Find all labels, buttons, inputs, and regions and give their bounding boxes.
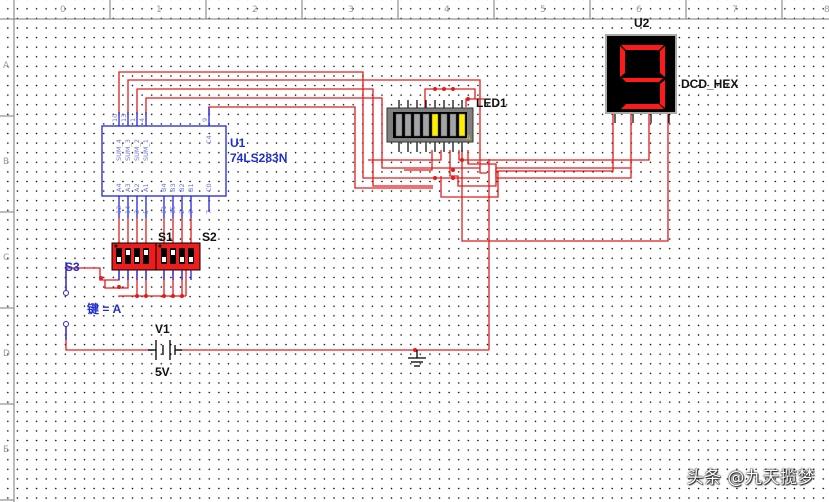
led-segment-lit: [431, 113, 439, 137]
u1-pin: 14: [124, 206, 132, 214]
led-segment-off: [440, 113, 448, 137]
s3-label: S3: [65, 260, 80, 274]
ruler-row-D: D: [3, 349, 10, 359]
watermark: 头条 @九天揽梦: [686, 468, 815, 488]
segment-c: [660, 80, 665, 108]
led-segment-lit: [458, 113, 466, 137]
u1-part-label: 74LS283N: [230, 151, 287, 165]
ruler-row-E: E: [3, 445, 9, 455]
dip-switch-s1[interactable]: [111, 242, 157, 271]
u2-part-label: DCD_HEX: [681, 77, 738, 91]
segment-g: [622, 78, 663, 82]
wires[interactable]: [65, 71, 669, 351]
u1-pin-label: A4: [115, 183, 123, 192]
u1-pin-label: SUM_2: [133, 139, 141, 161]
ruler-col-6: 6: [636, 5, 642, 15]
led1-label: LED1: [476, 96, 507, 110]
ruler-col-8: 8: [824, 5, 829, 15]
u1-pin-label: B1: [187, 183, 195, 192]
v1-label: V1: [155, 322, 170, 336]
segment-b: [660, 46, 665, 77]
u1-pin-label: B2: [178, 183, 186, 192]
led-segment-off: [395, 113, 403, 137]
ruler-col-5: 5: [540, 5, 546, 15]
s2-label: S2: [202, 230, 217, 244]
ruler-col-1: 1: [156, 5, 162, 15]
u1-pin: 11: [160, 206, 168, 214]
ruler-row-C: C: [3, 253, 9, 263]
u1-pin-label: A2: [133, 183, 141, 192]
u1-pin-label: SUM_3: [124, 139, 132, 161]
u1-pin-label: C4: [205, 135, 213, 144]
s3-key-switch[interactable]: [63, 262, 69, 340]
u1-pin: 2: [178, 210, 186, 214]
ruler-labels: 0 1 2 3 4 5 6 7 8 A B C D E: [3, 5, 829, 455]
u1-adder-chip[interactable]: 10 13 1 4 9 SUM_4 SUM_3 SUM_2 SUM_1 C4 A…: [101, 107, 287, 218]
svg-text:A: A: [466, 134, 471, 142]
u1-pin-label: SUM_1: [142, 139, 150, 161]
u1-pin: 13: [120, 114, 128, 122]
ruler-row-A: A: [3, 61, 10, 71]
seven-segment-display[interactable]: [605, 34, 677, 123]
u1-pin-label: B4: [160, 183, 168, 192]
led-segment-off: [422, 113, 430, 137]
u1-pin: 7: [205, 210, 213, 214]
ruler-row-B: B: [3, 157, 9, 167]
u1-pin-label: C0: [205, 183, 213, 192]
ruler-col-7: 7: [732, 5, 738, 15]
u1-pin: 3: [133, 210, 141, 214]
v1-value: 5V: [155, 365, 170, 379]
ruler-col-4: 4: [444, 5, 450, 15]
u2-ref-label: U2: [634, 16, 650, 30]
u1-pin-label: SUM_4: [115, 139, 123, 161]
ruler-col-0: 0: [60, 5, 66, 15]
led-segment-off: [449, 113, 457, 137]
u1-pin: 6: [187, 210, 195, 214]
u1-pin: 15: [169, 206, 177, 214]
u1-pin: 9: [201, 118, 209, 122]
led-segment-off: [404, 113, 412, 137]
segment-d: [621, 104, 664, 109]
u1-pin: 4: [138, 118, 146, 122]
u1-pin: 5: [142, 210, 150, 214]
segment-a: [621, 45, 664, 50]
u1-pin: 12: [115, 206, 123, 214]
led-segment-off: [413, 113, 421, 137]
u1-pin: 10: [111, 114, 119, 122]
s1-label: S1: [158, 230, 173, 244]
u1-pin-label: A1: [142, 183, 150, 192]
ruler-col-3: 3: [348, 5, 354, 15]
u1-pin-label: A3: [124, 183, 132, 192]
u1-ref-label: U1: [230, 136, 246, 150]
dip-switch-s2[interactable]: [155, 242, 201, 271]
junctions: [99, 87, 470, 352]
u1-pin: 1: [129, 118, 137, 122]
battery-v1[interactable]: [148, 340, 182, 360]
led-bar-graph[interactable]: A: [386, 100, 474, 152]
ground-symbol: [408, 350, 426, 367]
segment-f: [620, 46, 625, 77]
u1-pin-label: B3: [169, 183, 177, 192]
ruler-col-2: 2: [252, 5, 258, 15]
s3-key-label: 键 = A: [86, 301, 122, 316]
